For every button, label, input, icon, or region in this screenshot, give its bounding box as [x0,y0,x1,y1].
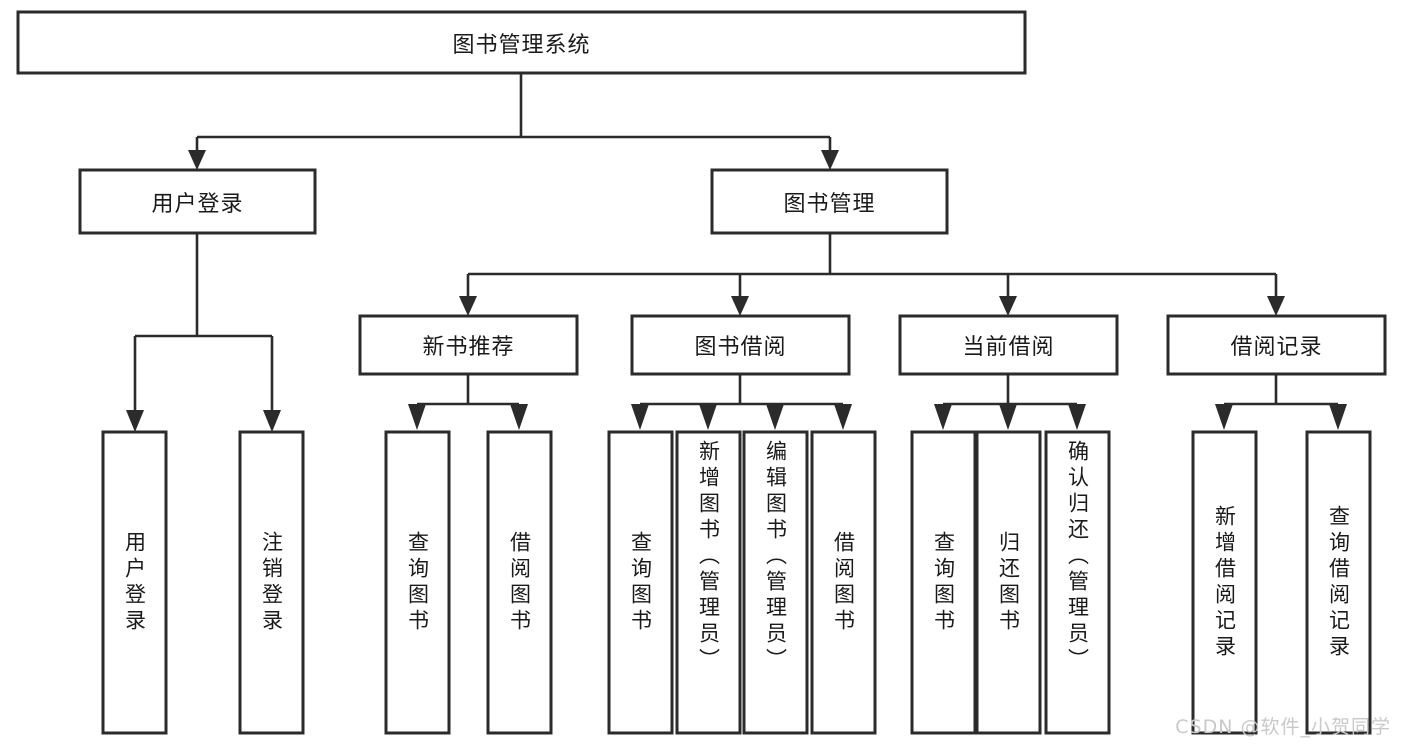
node-layer [16,10,1387,735]
arrowhead-leaf-add-record [1215,404,1233,430]
arrowhead-leaf-confirm-return [1068,404,1086,430]
arrowhead-leaf-add-book [699,404,717,430]
node-box-current-borrow[interactable] [898,314,1119,376]
node-box-leaf-query-book-2[interactable] [607,430,674,735]
node-box-borrow-record[interactable] [1166,314,1387,376]
arrowhead-leaf-user-login [126,410,144,432]
arrowhead-new-book-rec [459,296,477,316]
node-box-leaf-confirm-return[interactable] [1044,430,1111,735]
node-box-leaf-edit-book[interactable] [742,430,809,735]
node-box-leaf-return-book[interactable] [975,430,1042,735]
arrowhead-leaf-query-book-3 [934,404,952,430]
node-box-leaf-query-book-1[interactable] [384,430,451,735]
arrowhead-leaf-return-book [999,404,1017,430]
arrowhead-leaf-edit-book [766,404,784,430]
node-box-root[interactable] [16,10,1027,75]
node-box-leaf-borrow-book-1[interactable] [486,430,553,735]
arrowhead-leaf-query-record [1329,404,1347,430]
arrowhead-book-borrow [731,296,749,316]
node-box-leaf-borrow-book-2[interactable] [810,430,877,735]
arrowhead-borrow-record [1267,296,1285,316]
arrowhead-book-manage [821,150,839,170]
node-box-leaf-logout[interactable] [238,430,305,735]
arrowhead-current-borrow [999,296,1017,316]
connector-layer [126,73,1347,432]
node-box-leaf-query-book-3[interactable] [910,430,977,735]
arrowhead-leaf-query-book-1 [408,404,426,430]
node-box-leaf-user-login[interactable] [101,430,168,735]
node-box-leaf-query-record[interactable] [1305,430,1372,735]
node-box-book-borrow[interactable] [630,314,851,376]
arrowhead-user-login [188,150,206,170]
node-box-user-login[interactable] [78,168,317,235]
node-box-leaf-add-record[interactable] [1191,430,1258,735]
arrowhead-leaf-borrow-book-2 [834,404,852,430]
node-box-book-manage[interactable] [710,168,949,235]
arrowhead-leaf-logout [263,410,281,432]
node-box-leaf-add-book[interactable] [675,430,742,735]
node-box-new-book-rec[interactable] [358,314,579,376]
arrowhead-leaf-query-book-2 [631,404,649,430]
arrowhead-leaf-borrow-book-1 [510,404,528,430]
